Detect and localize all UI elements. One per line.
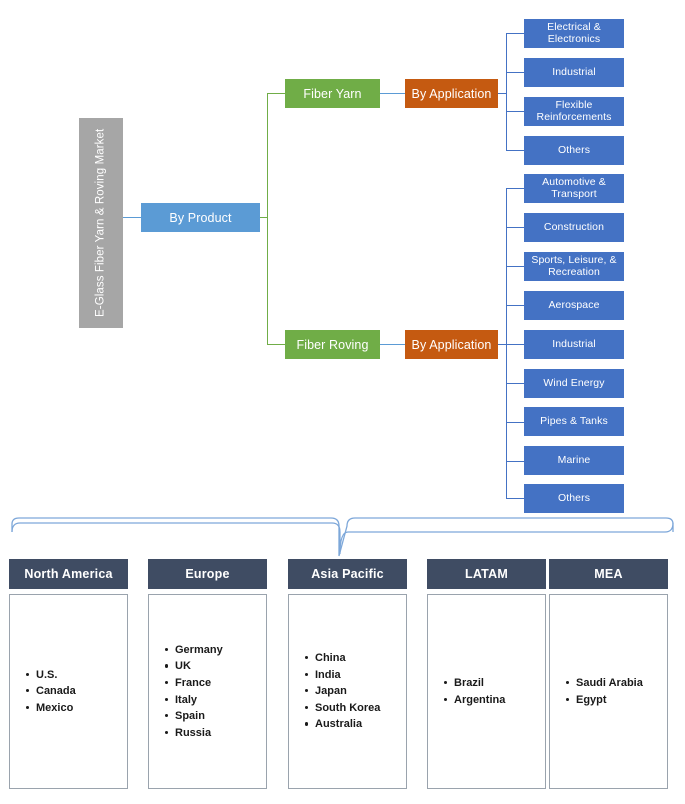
country-item: Egypt: [566, 692, 643, 709]
connector-yarn-to-application: [380, 93, 405, 95]
connector-product-stub: [260, 217, 268, 219]
connector-roving-leaf-6: [506, 383, 525, 385]
connector-roving-leaf-1: [506, 188, 525, 190]
region-title: LATAM: [427, 559, 546, 589]
connector-to-fiber-yarn: [267, 93, 285, 95]
connector-roving-leaf-8: [506, 461, 525, 463]
leaf-node: Others: [524, 136, 624, 165]
application-node-fiber-roving: By Application: [405, 330, 498, 359]
region-country-list: China India Japan South Korea Australia: [288, 594, 407, 789]
application-node-fiber-yarn: By Application: [405, 79, 498, 108]
region-title: MEA: [549, 559, 668, 589]
region-title: North America: [9, 559, 128, 589]
connector-roving-to-application: [380, 344, 405, 346]
connector-yarn-leaf-3: [506, 111, 525, 113]
connector-product-spine: [267, 94, 269, 345]
country-item: Saudi Arabia: [566, 675, 643, 692]
country-item: U.S.: [26, 667, 76, 684]
root-node: E-Glass Fiber Yarn & Roving Market: [79, 118, 123, 328]
country-item: Spain: [165, 708, 223, 725]
leaf-node: Industrial: [524, 58, 624, 87]
connector-yarn-leaf-2: [506, 72, 525, 74]
leaf-node: Aerospace: [524, 291, 624, 320]
leaf-node: Sports, Leisure, & Recreation: [524, 252, 624, 281]
country-item: Germany: [165, 642, 223, 659]
leaf-node: Others: [524, 484, 624, 513]
connector-roving-leaf-9: [506, 498, 525, 500]
leaf-node: Marine: [524, 446, 624, 475]
leaf-node: Industrial: [524, 330, 624, 359]
country-item: Canada: [26, 683, 76, 700]
country-item: France: [165, 675, 223, 692]
region-brace-connector: [11, 517, 674, 557]
country-item: Mexico: [26, 700, 76, 717]
connector-roving-leaf-2: [506, 227, 525, 229]
country-item: UK: [165, 658, 223, 675]
connector-to-fiber-roving: [267, 344, 285, 346]
leaf-node: Automotive & Transport: [524, 174, 624, 203]
leaf-node: Electrical & Electronics: [524, 19, 624, 48]
product-node-fiber-roving: Fiber Roving: [285, 330, 380, 359]
region-country-list: Saudi Arabia Egypt: [549, 594, 668, 789]
leaf-node: Construction: [524, 213, 624, 242]
region-title: Europe: [148, 559, 267, 589]
country-item: South Korea: [304, 700, 380, 717]
region-card-latam: LATAM Brazil Argentina: [427, 559, 546, 789]
connector-root-to-product: [123, 217, 141, 219]
region-card-mea: MEA Saudi Arabia Egypt: [549, 559, 668, 789]
connector-yarn-leaf-1: [506, 33, 525, 35]
country-item: China: [304, 650, 380, 667]
region-card-asia-pacific: Asia Pacific China India Japan South Kor…: [288, 559, 407, 789]
region-country-list: U.S. Canada Mexico: [9, 594, 128, 789]
region-country-list: Brazil Argentina: [427, 594, 546, 789]
connector-roving-leaf-7: [506, 422, 525, 424]
leaf-node: Pipes & Tanks: [524, 407, 624, 436]
connector-roving-leaf-4: [506, 305, 525, 307]
leaf-node: Wind Energy: [524, 369, 624, 398]
country-item: Russia: [165, 725, 223, 742]
region-card-north-america: North America U.S. Canada Mexico: [9, 559, 128, 789]
country-item: Brazil: [443, 675, 505, 692]
region-card-europe: Europe Germany UK France Italy Spain Rus…: [148, 559, 267, 789]
region-title: Asia Pacific: [288, 559, 407, 589]
country-item: Japan: [304, 683, 380, 700]
segment-node-by-product: By Product: [141, 203, 260, 232]
country-item: Australia: [304, 716, 380, 733]
connector-roving-leaf-3: [506, 266, 525, 268]
country-item: Italy: [165, 692, 223, 709]
connector-yarn-app-stub: [498, 93, 507, 95]
product-node-fiber-yarn: Fiber Yarn: [285, 79, 380, 108]
connector-roving-app-stub: [498, 344, 507, 346]
connector-yarn-app-spine: [506, 34, 508, 151]
connector-yarn-leaf-4: [506, 150, 525, 152]
leaf-node: Flexible Reinforcements: [524, 97, 624, 126]
connector-roving-leaf-5: [506, 344, 525, 346]
country-item: Argentina: [443, 692, 505, 709]
region-country-list: Germany UK France Italy Spain Russia: [148, 594, 267, 789]
country-item: India: [304, 667, 380, 684]
